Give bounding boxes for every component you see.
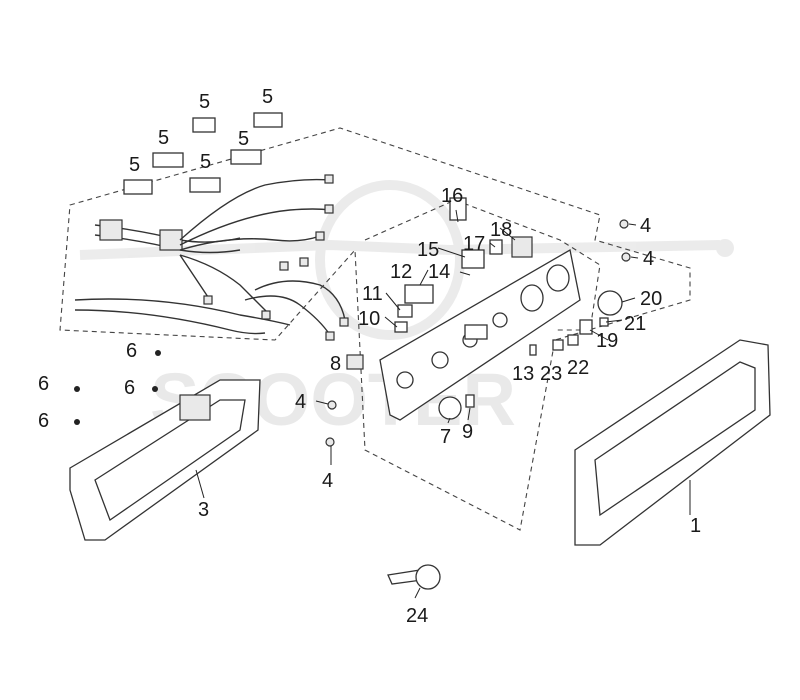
label-20: 20	[640, 288, 662, 310]
label-21: 21	[624, 313, 646, 335]
assembly-boundaries	[59, 127, 691, 531]
label-5c: 5	[158, 127, 169, 149]
label-16: 16	[441, 185, 463, 207]
label-8: 8	[330, 353, 341, 375]
label-6a: 6	[126, 340, 137, 362]
label-18: 18	[490, 219, 512, 241]
label-17: 17	[463, 233, 485, 255]
label-6d: 6	[38, 410, 49, 432]
label-6c: 6	[124, 377, 135, 399]
wiring-harness	[74, 112, 349, 341]
label-14: 14	[428, 261, 450, 283]
label-3: 3	[198, 499, 209, 521]
label-13: 13	[512, 363, 534, 385]
leader-lines	[195, 209, 691, 599]
label-5a: 5	[199, 91, 210, 113]
label-7: 7	[440, 426, 451, 448]
small-components	[74, 197, 631, 590]
label-10: 10	[358, 308, 380, 330]
label-4d: 4	[322, 470, 333, 492]
label-19: 19	[596, 330, 618, 352]
label-5f: 5	[200, 151, 211, 173]
label-24: 24	[406, 605, 428, 627]
label-1: 1	[690, 515, 701, 537]
part-1-frame	[574, 339, 771, 546]
control-panel-plate	[379, 248, 581, 421]
callout-labels: 1 3 4 4 4 4 5 5 5 5 5 5 6 6 6 6 7 8 9 10…	[38, 86, 701, 627]
label-5d: 5	[238, 128, 249, 150]
part-3-tray	[69, 379, 261, 541]
label-4a: 4	[640, 215, 651, 237]
label-5b: 5	[262, 86, 273, 108]
label-9: 9	[462, 421, 473, 443]
label-5e: 5	[129, 154, 140, 176]
label-22: 22	[567, 357, 589, 379]
label-11: 11	[362, 283, 383, 305]
label-12: 12	[390, 261, 412, 283]
label-4c: 4	[295, 391, 306, 413]
label-15: 15	[417, 239, 439, 261]
label-23: 23	[540, 363, 562, 385]
label-6b: 6	[38, 373, 49, 395]
label-4b: 4	[643, 248, 654, 270]
